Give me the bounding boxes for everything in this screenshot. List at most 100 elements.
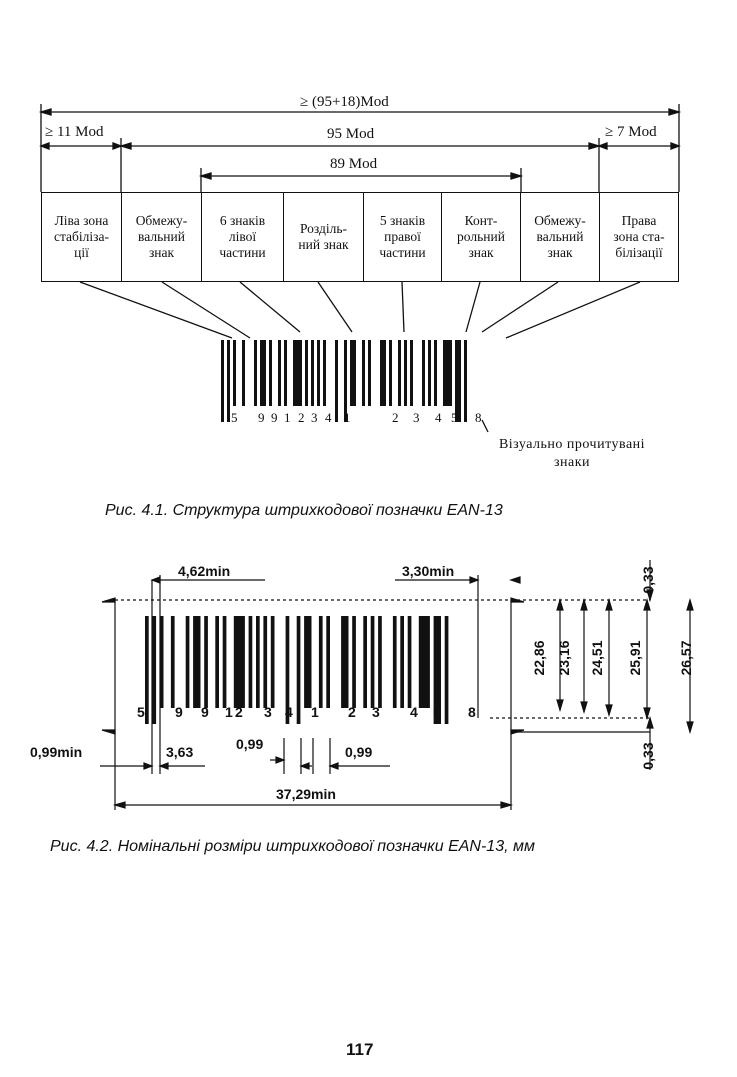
digit: 4	[325, 410, 332, 425]
guard-bar	[145, 616, 149, 724]
segment-right-guard: Обмежу- вальний знак	[520, 192, 600, 282]
bar	[362, 340, 365, 406]
bar	[248, 616, 253, 708]
inner-width-label: 89 Mod	[330, 156, 378, 172]
left-quiet-zone-label: ≥ 11 Mod	[45, 124, 104, 140]
bar	[317, 340, 320, 406]
bar	[434, 340, 437, 406]
bar	[389, 340, 392, 406]
digit: 8	[475, 410, 482, 425]
digit: 9	[271, 410, 278, 425]
guard-bar	[455, 340, 461, 422]
bar	[392, 616, 397, 708]
bar-height-23-label: 23,16	[556, 640, 572, 676]
bar	[370, 616, 375, 708]
digit: 9	[258, 410, 265, 425]
digit: 2	[235, 704, 243, 720]
bar	[418, 616, 430, 708]
bar	[304, 616, 312, 708]
quiet-top-height-label: 0,33	[640, 566, 656, 594]
bar	[428, 340, 431, 406]
left-quiet-zone-min-label: 4,62min	[178, 563, 231, 579]
bar	[350, 340, 356, 406]
quiet-bottom-height-label: 0,33	[640, 742, 656, 770]
figure-4-2-caption: Рис. 4.2. Номінальні розміри штрихкодово…	[50, 838, 535, 855]
figure-4-2-lines	[100, 560, 694, 810]
segment-right-five-digits: 5 знаків правої частини	[363, 192, 442, 282]
bar	[233, 616, 245, 708]
bar	[159, 616, 164, 708]
guard-bar	[335, 340, 338, 422]
digit: 4	[285, 704, 293, 720]
digit: 4	[410, 704, 418, 720]
bar	[323, 340, 326, 406]
bar	[380, 340, 386, 406]
guard-bar	[433, 616, 441, 724]
bar	[422, 340, 425, 406]
guard-bar	[227, 340, 230, 422]
digit: 1	[225, 704, 233, 720]
digit: 9	[201, 704, 209, 720]
digit: 3	[311, 410, 318, 425]
guard-bar	[152, 616, 157, 724]
bar	[263, 616, 268, 708]
bar	[352, 616, 356, 708]
digit: 2	[392, 410, 399, 425]
bar	[233, 340, 236, 406]
total-dimension-label: ≥ (95+18)Mod	[300, 94, 389, 110]
bar	[222, 616, 227, 708]
guard-bar	[444, 616, 449, 724]
digit: 3	[413, 410, 420, 425]
digit: 1	[311, 704, 319, 720]
digit: 4	[435, 410, 442, 425]
page-number: 117	[346, 1040, 374, 1059]
digit: 3	[372, 704, 380, 720]
figure-4-1-lines	[38, 104, 682, 433]
guard-bar	[285, 616, 290, 724]
digit: 1	[344, 410, 351, 425]
bar	[368, 340, 371, 406]
bar	[293, 340, 302, 406]
bar	[404, 340, 407, 406]
digit: 8	[468, 704, 476, 720]
segment-left-guard: Обмежу- вальний знак	[121, 192, 202, 282]
bar	[278, 340, 281, 406]
digit: 5	[231, 410, 238, 425]
digit: 2	[298, 410, 305, 425]
digit: 1	[284, 410, 291, 425]
bar	[270, 616, 275, 708]
total-height-label: 26,57	[678, 640, 694, 676]
guard-bar	[296, 616, 301, 724]
separator-width-label: 0,99	[236, 736, 264, 752]
bar	[256, 616, 260, 708]
digit: 5	[451, 410, 458, 425]
figure-4-1-caption: Рис. 4.1. Структура штрихкодової позначк…	[105, 502, 503, 519]
barcode-ean13	[221, 340, 467, 422]
right-quiet-zone-label: ≥ 7 Mod	[605, 124, 657, 140]
bar	[185, 616, 190, 708]
bar	[311, 340, 314, 406]
bar-height-25-label: 25,91	[627, 640, 643, 676]
bar	[341, 616, 349, 708]
digit: 5	[137, 704, 145, 720]
total-width-min-label: 37,29min	[276, 786, 336, 802]
digit-offset-label: 3,63	[166, 744, 194, 760]
bar	[326, 616, 330, 708]
bar	[400, 616, 404, 708]
bar	[242, 340, 245, 406]
bar	[318, 616, 323, 708]
bar	[410, 340, 413, 406]
bar	[215, 616, 219, 708]
readable-digits-note: Візуально прочитувані знаки	[498, 437, 646, 470]
digit: 2	[348, 704, 356, 720]
bar	[269, 340, 272, 406]
bar	[170, 616, 175, 708]
segment-check-digit: Конт- рольний знак	[441, 192, 521, 282]
digit: 5	[433, 704, 441, 720]
bar	[407, 616, 412, 708]
guard-bar	[344, 340, 347, 422]
guard-bar	[221, 340, 224, 422]
barcode-dimensioned	[145, 616, 449, 724]
bar	[378, 616, 382, 708]
bar	[193, 616, 201, 708]
